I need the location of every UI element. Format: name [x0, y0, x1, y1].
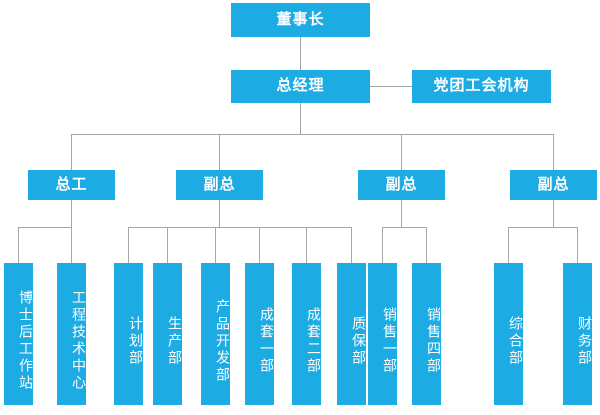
node-sales-dept-4[interactable]: 销售四部 [412, 263, 442, 405]
connector-chief-engineer-bus [18, 227, 71, 228]
connector-drop-planning-dept [128, 227, 129, 263]
node-assembly-dept-1-label: 成套一部 [259, 307, 275, 375]
connector-drop-assembly-dept-1 [259, 227, 260, 263]
connector-gm-to-party-union [370, 86, 412, 87]
node-general-affairs-dept-label: 综合部 [508, 315, 524, 367]
connector-drop-deputy-1 [219, 134, 220, 170]
node-planning-dept-label: 计划部 [128, 315, 144, 367]
connector-deputy-3-bus [508, 227, 577, 228]
connector-drop-postdoc-station [18, 227, 19, 263]
node-chief-engineer[interactable]: 总工 [28, 170, 115, 200]
node-engineering-tech-center-label: 工程技术中心 [71, 290, 87, 392]
connector-drop-finance-dept [577, 227, 578, 263]
node-postdoc-station[interactable]: 博士后工作站 [4, 263, 34, 405]
node-chief-engineer-label: 总工 [55, 175, 88, 193]
connector-deputy-3-down [553, 200, 554, 227]
connector-drop-engineering-tech-center [71, 227, 72, 263]
node-deputy-gm-2-label: 副总 [385, 175, 418, 193]
connector-drop-deputy-3 [553, 134, 554, 170]
node-assembly-dept-2[interactable]: 成套二部 [292, 263, 322, 405]
node-finance-dept-label: 财务部 [577, 315, 593, 367]
node-production-dept[interactable]: 生产部 [153, 263, 183, 405]
node-assembly-dept-1[interactable]: 成套一部 [245, 263, 275, 405]
connector-deputy-1-down [219, 200, 220, 227]
node-deputy-gm-1-label: 副总 [203, 175, 236, 193]
node-general-manager-label: 总经理 [276, 77, 325, 95]
node-chairman-label: 董事长 [276, 10, 325, 28]
connector-chief-engineer-down [71, 200, 72, 227]
node-general-manager[interactable]: 总经理 [231, 70, 370, 103]
connector-level3-bus [71, 134, 553, 135]
node-deputy-gm-2[interactable]: 副总 [358, 170, 445, 200]
connector-deputy-1-bus-right [296, 227, 351, 228]
connector-drop-product-development-dept [215, 227, 216, 263]
node-product-development-dept-label: 产品开发部 [215, 298, 231, 384]
connector-deputy-2-down [401, 200, 402, 227]
connector-drop-deputy-2 [401, 134, 402, 170]
node-deputy-gm-1[interactable]: 副总 [176, 170, 263, 200]
connector-drop-sales-dept-4 [426, 227, 427, 263]
node-quality-assurance-dept[interactable]: 质保部 [337, 263, 367, 405]
node-engineering-tech-center[interactable]: 工程技术中心 [57, 263, 87, 405]
node-deputy-gm-3[interactable]: 副总 [510, 170, 597, 200]
node-general-affairs-dept[interactable]: 综合部 [494, 263, 524, 405]
node-finance-dept[interactable]: 财务部 [563, 263, 593, 405]
connector-chairman-to-gm [300, 37, 301, 70]
node-planning-dept[interactable]: 计划部 [114, 263, 144, 405]
connector-drop-assembly-dept-2 [306, 227, 307, 263]
connector-gm-down [300, 103, 301, 134]
node-quality-assurance-dept-label: 质保部 [351, 315, 367, 367]
node-sales-dept-1[interactable]: 销售一部 [368, 263, 398, 405]
connector-drop-production-dept [167, 227, 168, 263]
connector-deputy-1-bus [128, 227, 296, 228]
connector-deputy-2-bus [382, 227, 426, 228]
node-assembly-dept-2-label: 成套二部 [306, 307, 322, 375]
connector-drop-quality-assurance-dept [351, 227, 352, 263]
node-sales-dept-4-label: 销售四部 [426, 307, 442, 375]
connector-drop-sales-dept-1 [382, 227, 383, 263]
node-chairman[interactable]: 董事长 [231, 3, 370, 37]
node-sales-dept-1-label: 销售一部 [382, 307, 398, 375]
node-production-dept-label: 生产部 [167, 315, 183, 367]
connector-drop-chief-engineer [71, 134, 72, 170]
node-party-union-org[interactable]: 党团工会机构 [412, 70, 551, 103]
connector-drop-general-affairs-dept [508, 227, 509, 263]
node-postdoc-station-label: 博士后工作站 [18, 290, 34, 392]
node-deputy-gm-3-label: 副总 [537, 175, 570, 193]
node-product-development-dept[interactable]: 产品开发部 [201, 263, 231, 405]
node-party-union-org-label: 党团工会机构 [433, 77, 530, 95]
